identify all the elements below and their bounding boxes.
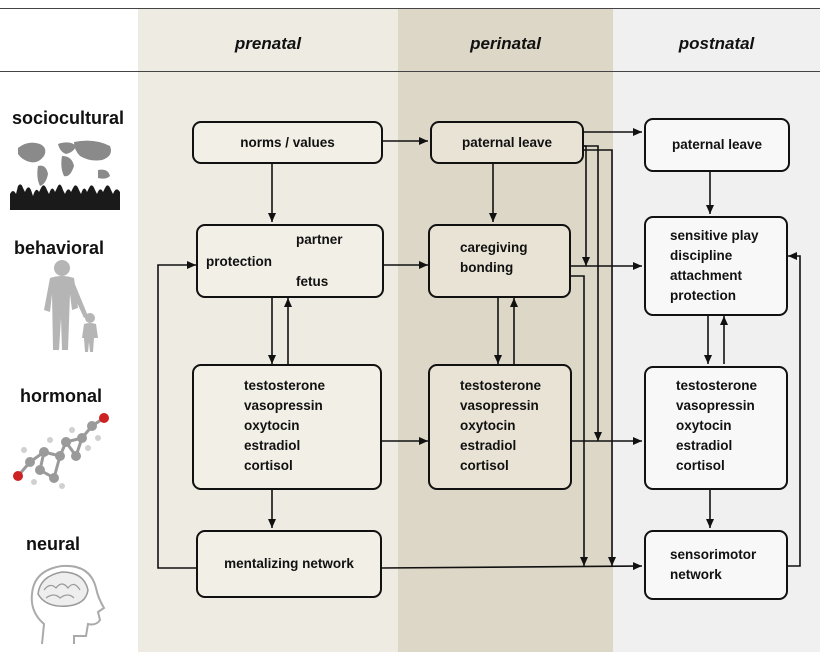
caregiving-label: caregiving — [460, 240, 528, 255]
box-norms-values: norms / values — [192, 121, 383, 164]
hormone-estradiol: estradiol — [460, 438, 517, 453]
perinatal-band — [398, 8, 613, 652]
hormone-estradiol: estradiol — [244, 438, 301, 453]
protection-label: protection — [670, 288, 736, 303]
arrow-leave-to-neural — [584, 149, 616, 566]
box-hormones-perinatal: testosterone vasopressin oxytocin estrad… — [428, 364, 572, 490]
box-caregiving-bonding: caregiving bonding — [428, 224, 571, 298]
box-paternal-leave-postnatal: paternal leave — [644, 118, 790, 172]
level-sociocultural: sociocultural — [12, 108, 125, 128]
box-hormones-postnatal: testosterone vasopressin oxytocin estrad… — [644, 366, 788, 490]
protection-fetus-label: fetus — [296, 274, 329, 289]
father-child-silhouette-icon — [44, 260, 98, 352]
arrow-caregiving-to-sensorimotor — [571, 275, 588, 566]
level-neural: neural — [26, 534, 81, 554]
network-label: network — [670, 567, 722, 582]
hormone-testosterone: testosterone — [676, 378, 758, 393]
hormone-testosterone: testosterone — [460, 378, 542, 393]
phase-prenatal: prenatal — [234, 34, 302, 53]
level-behavioral: behavioral — [14, 238, 105, 258]
arrow-leave-to-hormones — [584, 145, 602, 441]
hormone-vasopressin: vasopressin — [676, 398, 755, 413]
header-rule — [0, 71, 820, 72]
hormone-testosterone: testosterone — [244, 378, 326, 393]
hormone-oxytocin: oxytocin — [676, 418, 732, 433]
norms-label: norms / values — [240, 134, 335, 150]
hormone-oxytocin: oxytocin — [460, 418, 516, 433]
attachment-label: attachment — [670, 268, 743, 283]
arrow-leave-to-behavior — [582, 145, 590, 266]
phase-perinatal: perinatal — [470, 34, 541, 53]
sensorimotor-label: sensorimotor — [670, 547, 757, 562]
box-postnatal-behavior: sensitive play discipline attachment pro… — [644, 216, 788, 316]
arrow-mentalizing-to-sensorimotor — [381, 562, 643, 571]
hormone-cortisol: cortisol — [460, 458, 509, 473]
arrow-mentalizing-to-protection — [157, 261, 196, 569]
protection-partner-label: partner — [296, 232, 343, 247]
hormone-oxytocin: oxytocin — [244, 418, 300, 433]
protection-label: protection — [206, 254, 272, 269]
top-rule — [0, 8, 820, 9]
discipline-label: discipline — [670, 248, 733, 263]
bonding-label: bonding — [460, 260, 514, 275]
sensitive-play-label: sensitive play — [670, 228, 759, 243]
molecule-model-icon — [13, 413, 109, 489]
hormone-cortisol: cortisol — [244, 458, 293, 473]
arrow-sensorimotor-to-postbehavior — [788, 252, 801, 567]
box-paternal-leave-perinatal: paternal leave — [430, 121, 584, 164]
hormone-estradiol: estradiol — [676, 438, 733, 453]
box-sensorimotor-network: sensorimotor network — [644, 530, 788, 600]
hormone-vasopressin: vasopressin — [460, 398, 539, 413]
box-hormones-prenatal: testosterone vasopressin oxytocin estrad… — [192, 364, 382, 490]
hormone-vasopressin: vasopressin — [244, 398, 323, 413]
world-map-crowd-icon — [10, 134, 120, 210]
brain-head-icon — [30, 564, 106, 645]
phase-postnatal: postnatal — [678, 34, 755, 53]
level-hormonal: hormonal — [20, 386, 103, 406]
box-protection — [196, 224, 384, 298]
paternal-leave-label: paternal leave — [461, 134, 553, 150]
box-mentalizing-network: mentalizing network — [196, 530, 382, 598]
paternal-leave-label: paternal leave — [671, 137, 763, 152]
hormone-cortisol: cortisol — [676, 458, 725, 473]
mentalizing-label: mentalizing network — [224, 556, 354, 571]
